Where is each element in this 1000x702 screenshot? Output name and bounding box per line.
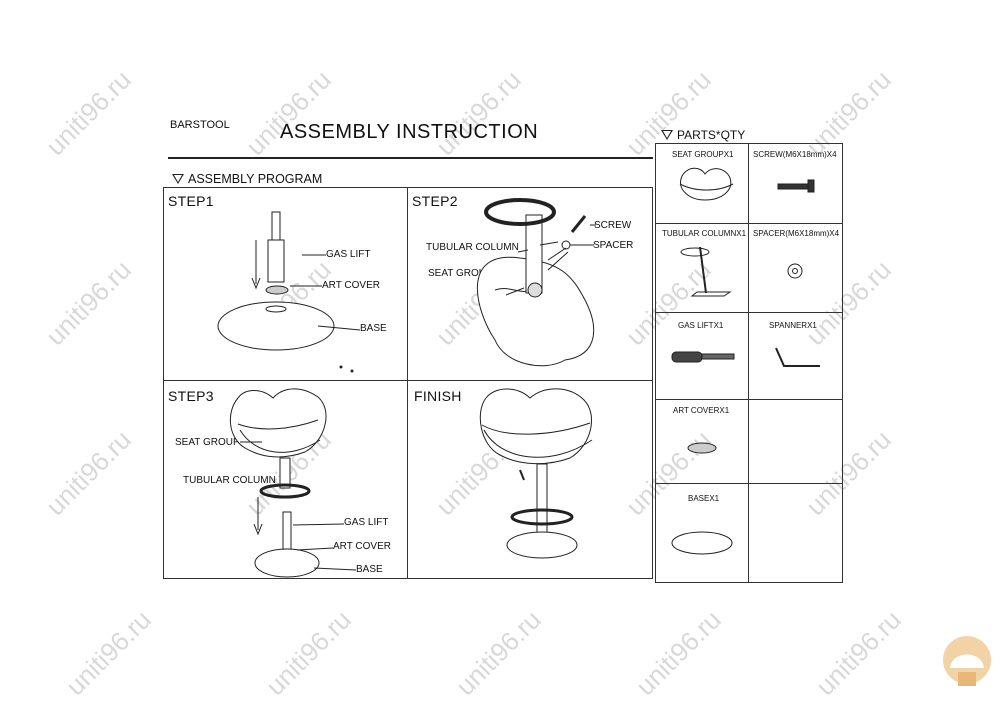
part-label: SCREW(M6X18mm)X4 [753,150,837,159]
parts-divider [655,312,843,313]
callout-base: BASE [360,323,387,334]
part-label: GAS LIFTX1 [678,321,724,330]
page-title: ASSEMBLY INSTRUCTION [280,121,539,143]
parts-heading: PARTS*QTY [661,128,745,142]
step3-drawing [229,388,357,578]
arrow-head [251,277,261,290]
base-icon [671,531,733,555]
grid-divider [407,187,408,579]
callout-seat-group: SEAT GROUP [428,268,493,279]
logo-icon [943,636,991,686]
seat-icon [680,167,732,201]
gas-lift-rod [271,211,281,241]
spacer-part [561,240,571,250]
seat-shell [476,256,595,367]
parts-divider [748,143,749,583]
step2-drawing [476,198,596,367]
base-part [217,301,335,351]
step1-label: STEP1 [168,193,214,209]
callout-tubular-column: TUBULAR COLUMN [183,475,276,486]
callout-gas-lift: GAS LIFT [326,249,371,260]
base-part [254,548,320,578]
finish-label: FINISH [414,388,462,404]
product-name: BARSTOOL [170,119,230,131]
art-cover-part [265,285,289,295]
part-label: TUBULAR COLUMNX1 [662,229,747,238]
screw-icon [777,183,809,190]
part-label: SPACER(M6X18mm)X4 [753,229,840,238]
part-label: SPANNERX1 [769,321,817,330]
step1-drawing [217,211,361,373]
parts-table [655,143,843,583]
triangle-icon [661,130,673,140]
screw-part [570,215,587,233]
art-cover-icon [687,442,717,454]
parts-icons [671,167,820,555]
column-icon [699,246,707,294]
callout-screw: SCREW [594,220,632,231]
footrest-ring [484,198,556,226]
callout-art-cover: ART COVER [333,541,391,552]
seat-shell [229,388,327,458]
parts-divider [655,223,843,224]
part-label: BASEX1 [688,494,720,503]
washer-icon [787,263,803,279]
gas-lift-part [282,511,292,551]
callout-spacer: SPACER [593,240,634,251]
gas-lift-body [267,239,285,283]
parts-divider [655,483,843,484]
assembly-grid [163,187,653,579]
footrest-ring [510,508,574,526]
parts-title: PARTS*QTY [677,128,746,142]
base-part [506,531,578,559]
callout-art-cover: ART COVER [322,280,380,291]
section-heading: ASSEMBLY PROGRAM [172,172,322,186]
column-tube [279,457,291,489]
program-label: ASSEMBLY PROGRAM [188,172,323,186]
spanner-icon [775,347,820,367]
step3-label: STEP3 [168,388,214,404]
callout-base: BASE [356,564,383,575]
header-divider [168,157,653,159]
part-label: ART COVERX1 [673,406,730,415]
column-tube [525,214,543,294]
callout-tubular-column: TUBULAR COLUMN [426,242,519,253]
parts-divider [655,399,843,400]
callout-seat-group: SEAT GROUP [175,437,240,448]
triangle-icon [172,174,184,184]
seat-shell [479,388,592,465]
step2-label: STEP2 [412,193,458,209]
part-label: SEAT GROUPX1 [672,150,734,159]
base-hole [265,305,287,313]
callout-gas-lift: GAS LIFT [344,517,389,528]
finish-drawing [479,388,593,559]
gas-lift-icon [671,351,703,363]
footrest-ring [259,483,311,499]
grid-divider [163,380,653,381]
